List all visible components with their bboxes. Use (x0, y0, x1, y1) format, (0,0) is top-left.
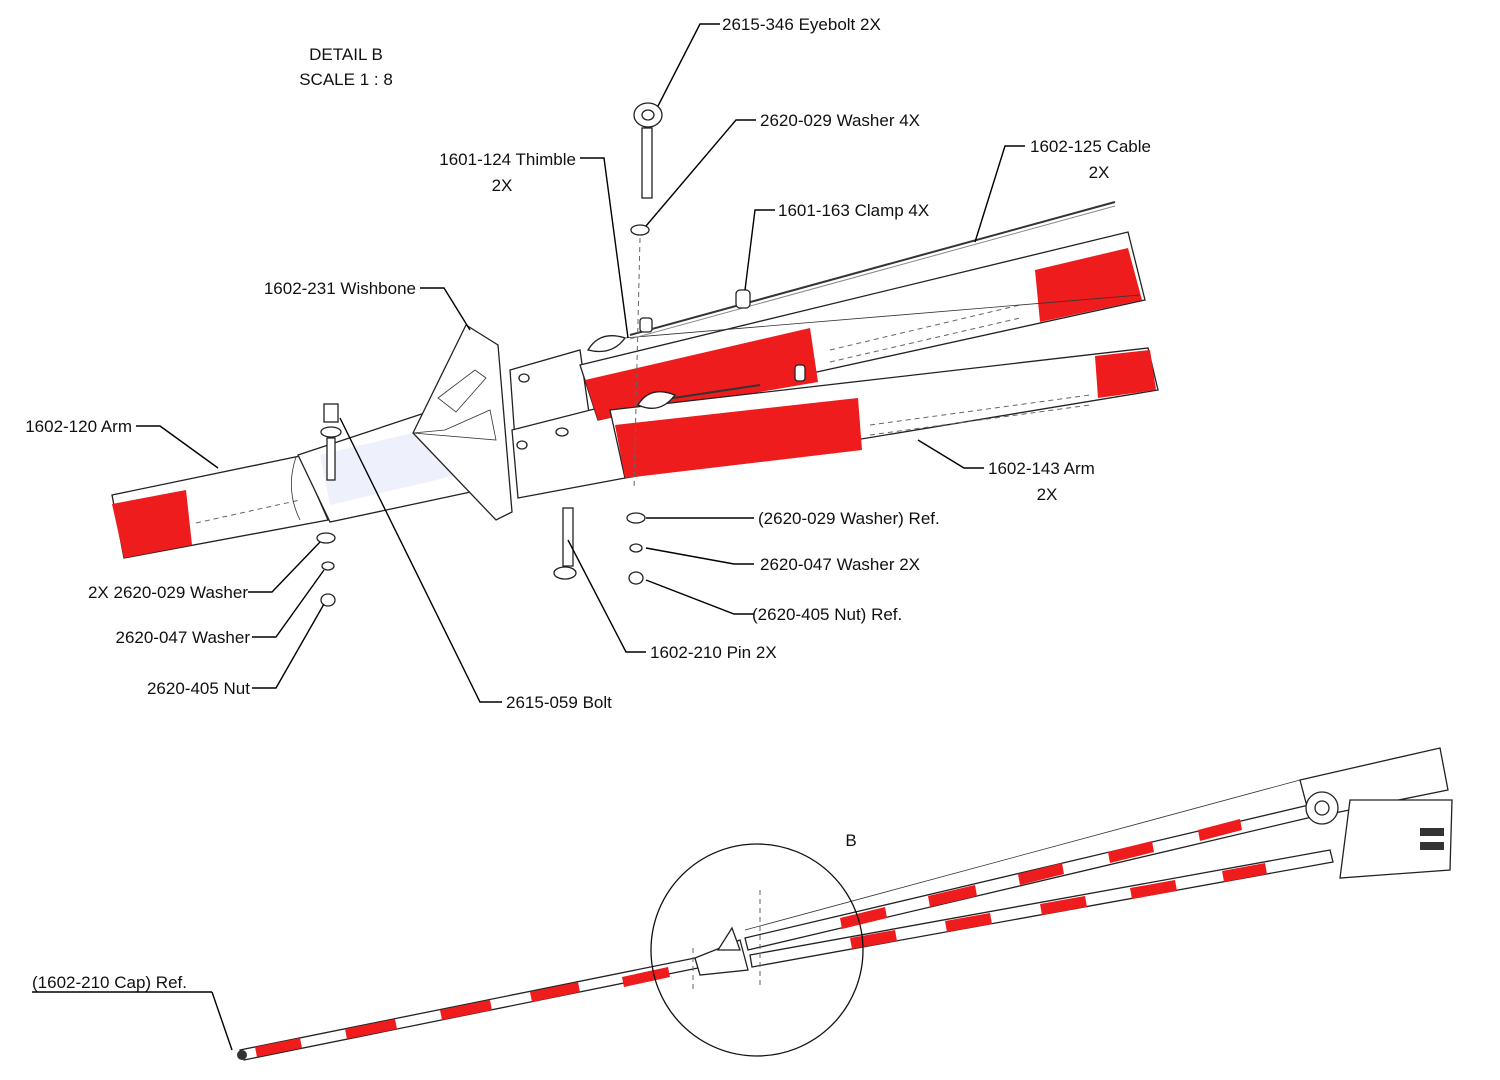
clamp-1601-163 (639, 289, 806, 382)
washer-stack-right (626, 512, 646, 585)
eyebolt-2615-346 (633, 102, 663, 199)
overview-arms-right (744, 779, 1334, 968)
label-eyebolt: 2615-346 Eyebolt 2X (722, 15, 881, 34)
label-wishbone: 1602-231 Wishbone (264, 279, 416, 298)
label-arm-right-qty: 2X (1037, 485, 1058, 504)
label-cable: 1602-125 Cable (1030, 137, 1151, 156)
arm-1602-143-upper (579, 231, 1146, 421)
label-nut: 2620-405 Nut (147, 679, 250, 698)
thimble-1601-124 (586, 335, 677, 409)
washer-stack-left (316, 532, 336, 607)
wishbone-1602-231 (412, 324, 513, 521)
overview-wishbone (692, 890, 761, 990)
overview-arm-left (237, 957, 699, 1061)
label-cap-ref: (1602-210 Cap) Ref. (32, 973, 187, 992)
label-pin: 1602-210 Pin 2X (650, 643, 777, 662)
detail-circle (650, 843, 864, 1057)
cable-1602-125 (629, 201, 1116, 401)
arm-1602-143-lower (609, 347, 1159, 479)
label-washer-047-2x: 2620-047 Washer 2X (760, 555, 920, 574)
label-washer-047: 2620-047 Washer (115, 628, 250, 647)
label-thimble-qty: 2X (492, 176, 513, 195)
bolt-2615-059 (320, 403, 342, 481)
label-arm-right: 1602-143 Arm (988, 459, 1095, 478)
label-washer-029-2x: 2X 2620-029 Washer (88, 583, 248, 602)
label-thimble: 1601-124 Thimble (439, 150, 576, 169)
label-cable-qty: 2X (1089, 163, 1110, 182)
label-arm-left: 1602-120 Arm (25, 417, 132, 436)
overview-operator-units (1299, 747, 1453, 879)
detail-marker: B (845, 831, 856, 850)
detail-scale: SCALE 1 : 8 (299, 70, 393, 89)
pin-1602-210 (553, 507, 577, 580)
detail-title: DETAIL B (309, 45, 383, 64)
label-washer-ref: (2620-029 Washer) Ref. (758, 509, 940, 528)
label-bolt: 2615-059 Bolt (506, 693, 612, 712)
label-nut-ref: (2620-405 Nut) Ref. (752, 605, 902, 624)
leader-lines (136, 23, 1025, 1051)
label-washer-top: 2620-029 Washer 4X (760, 111, 920, 130)
arm-1602-120 (111, 455, 329, 559)
arm-collars (509, 349, 626, 499)
washer-top (630, 224, 650, 236)
label-clamp: 1601-163 Clamp 4X (778, 201, 929, 220)
